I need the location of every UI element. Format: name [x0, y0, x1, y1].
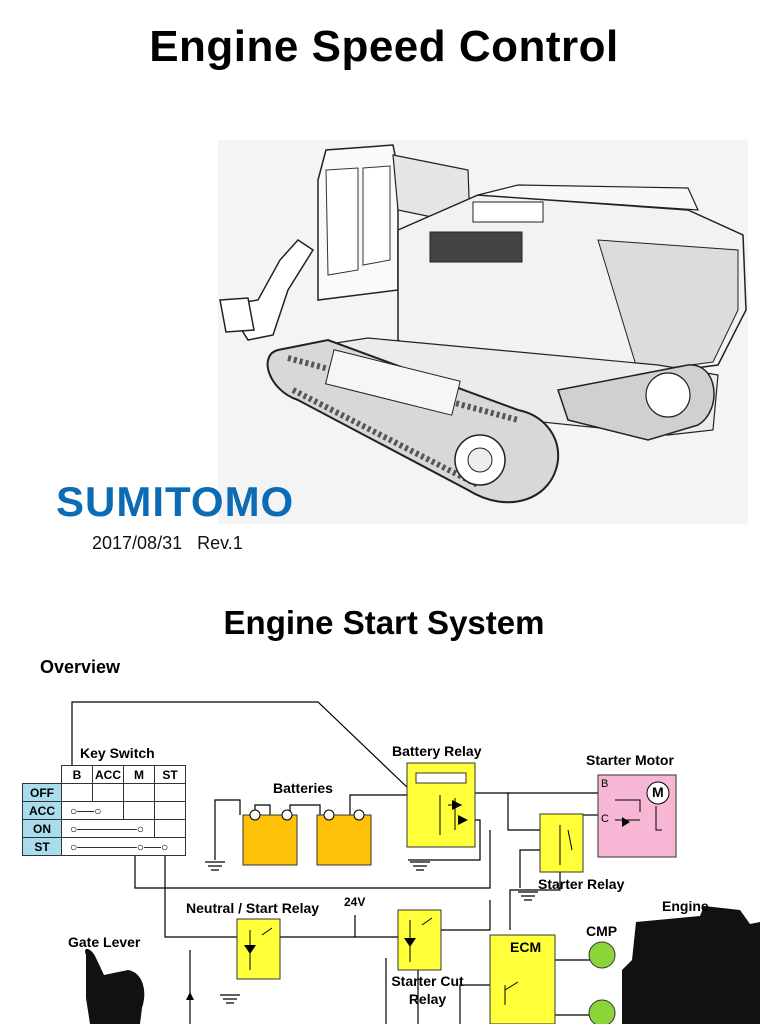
excavator-illustration	[218, 140, 748, 524]
key-switch-row-off: OFF	[22, 783, 62, 802]
batteries-label: Batteries	[273, 780, 333, 796]
battery-relay-label: Battery Relay	[392, 743, 482, 759]
starter-motor-terminal-c: C	[601, 813, 609, 825]
engine-start-wiring-diagram	[71, 701, 760, 1024]
key-switch-col-b: B	[61, 765, 93, 784]
key-switch-table: B ACC M ST OFF ACC ○──○ ON ○───────○ ST …	[22, 765, 186, 856]
sumitomo-logo: SUMITOMO	[56, 478, 295, 525]
key-switch-col-st: ST	[154, 765, 186, 784]
starter-cut-relay-label: Starter Cut Relay	[391, 973, 464, 1007]
key-switch-table-wrap: B ACC M ST OFF ACC ○──○ ON ○───────○ ST …	[22, 765, 186, 856]
key-switch-col-acc: ACC	[92, 765, 124, 784]
cmp-label: CMP	[586, 923, 618, 939]
starter-motor-label: Starter Motor	[586, 752, 674, 768]
overview-heading: Overview	[40, 657, 121, 677]
revision-text: Rev.1	[197, 533, 243, 553]
key-switch-label: Key Switch	[80, 745, 155, 761]
key-switch-col-m: M	[123, 765, 155, 784]
key-switch-row-acc: ACC	[22, 801, 62, 820]
gate-lever-label: Gate Lever	[68, 934, 141, 950]
starter-relay-label: Starter Relay	[538, 876, 625, 892]
voltage-label: 24V	[344, 895, 366, 909]
page-title: Engine Speed Control	[149, 22, 619, 71]
ecm-label: ECM	[510, 939, 542, 955]
engine-label: Engine	[662, 898, 709, 914]
key-switch-row-st: ST	[22, 837, 62, 856]
starter-motor-terminal-b: B	[601, 778, 609, 790]
date-text: 2017/08/31	[92, 533, 183, 553]
section-title: Engine Start System	[223, 604, 545, 641]
revision-date: 2017/08/31 Rev.1	[92, 533, 243, 554]
starter-motor-symbol: M	[652, 784, 664, 800]
neutral-start-relay-label: Neutral / Start Relay	[186, 900, 320, 916]
key-switch-row-on: ON	[22, 819, 62, 838]
